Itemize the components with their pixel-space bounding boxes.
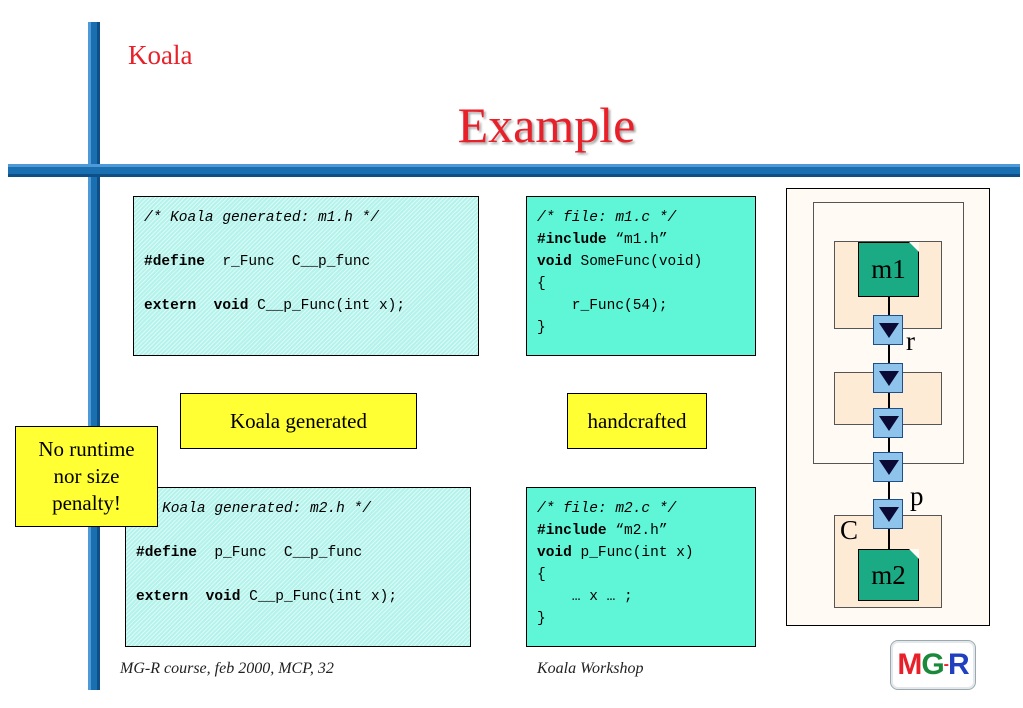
code-box-m1c: /* file: m1.c */#include “m1.h”void Some… bbox=[526, 196, 756, 356]
code-include-line: #include “m2.h” bbox=[537, 520, 745, 542]
slide-title: Example bbox=[457, 97, 636, 153]
code-func-line: void p_Func(int x) bbox=[537, 542, 745, 564]
code-extern-line: extern void C__p_Func(int x); bbox=[136, 586, 460, 608]
logo-letter-g: G bbox=[921, 648, 944, 681]
interface-triangle-3 bbox=[873, 408, 903, 438]
code-body-line: … x … ; bbox=[537, 589, 633, 605]
module-m2: m2 bbox=[858, 549, 919, 601]
code-box-m2h: /* Koala generated: m2.h */ #define p_Fun… bbox=[125, 487, 471, 647]
code-keyword: void bbox=[205, 589, 241, 605]
code-include-line: #include “m1.h” bbox=[537, 229, 745, 251]
code-text: SomeFunc(void) bbox=[571, 254, 703, 270]
code-body-line: r_Func(54); bbox=[537, 298, 668, 314]
code-text: p_Func C__p_func bbox=[196, 545, 363, 561]
label-koala-generated: Koala generated bbox=[180, 393, 417, 449]
code-define-line: #define r_Func C__p_func bbox=[144, 251, 468, 273]
callout-no-penalty: No runtime nor size penalty! bbox=[15, 426, 158, 527]
interface-triangle-4 bbox=[873, 452, 903, 482]
code-text: “m1.h” bbox=[606, 232, 668, 248]
code-keyword: extern bbox=[144, 298, 197, 314]
code-text: p_Func(int x) bbox=[571, 545, 694, 561]
code-open-brace: { bbox=[537, 567, 546, 583]
callout-line-2: nor size bbox=[53, 464, 120, 488]
code-comment: /* file: m1.c */ bbox=[537, 210, 677, 226]
footer-course-info: MG-R course, feb 2000, MCP, 32 bbox=[120, 660, 334, 677]
code-text: C__p_Func(int x); bbox=[240, 589, 398, 605]
code-close-brace: } bbox=[537, 320, 546, 336]
code-text: “m2.h” bbox=[606, 523, 668, 539]
interface-label-p: p bbox=[910, 481, 924, 511]
code-keyword: void bbox=[537, 545, 572, 561]
code-text: C__p_Func(int x); bbox=[248, 298, 406, 314]
code-text: r_Func C__p_func bbox=[204, 254, 371, 270]
interface-label-r: r bbox=[906, 326, 915, 356]
interface-triangle-5 bbox=[873, 499, 903, 529]
code-box-m1h: /* Koala generated: m1.h */ #define r_Fun… bbox=[133, 196, 479, 356]
code-comment: /* Koala generated: m2.h */ bbox=[136, 501, 371, 517]
interface-triangle-1 bbox=[873, 315, 903, 345]
code-box-m2c: /* file: m2.c */#include “m2.h”void p_Fu… bbox=[526, 487, 756, 647]
callout-line-1: No runtime bbox=[38, 437, 135, 461]
footer-workshop: Koala Workshop bbox=[537, 660, 644, 677]
code-keyword: #include bbox=[537, 232, 607, 248]
code-comment: /* Koala generated: m1.h */ bbox=[144, 210, 379, 226]
logo-letter-r: R bbox=[948, 648, 970, 681]
interface-triangle-2 bbox=[873, 363, 903, 393]
logo-letter-m: M bbox=[897, 648, 922, 681]
module-m1: m1 bbox=[858, 242, 919, 297]
slide-kicker: Koala bbox=[128, 40, 193, 70]
code-func-line: void SomeFunc(void) bbox=[537, 251, 745, 273]
code-comment: /* file: m2.c */ bbox=[537, 501, 677, 517]
component-diagram: m1 m2 r p C bbox=[786, 188, 990, 626]
code-keyword: void bbox=[537, 254, 572, 270]
label-handcrafted: handcrafted bbox=[567, 393, 707, 449]
code-keyword: void bbox=[213, 298, 249, 314]
code-define-line: #define p_Func C__p_func bbox=[136, 542, 460, 564]
code-keyword: #define bbox=[136, 545, 197, 561]
code-open-brace: { bbox=[537, 276, 546, 292]
code-extern-line: extern void C__p_Func(int x); bbox=[144, 295, 468, 317]
frame-horizontal-bar bbox=[8, 164, 1020, 177]
code-close-brace: } bbox=[537, 611, 546, 627]
code-keyword: #include bbox=[537, 523, 607, 539]
code-keyword: #define bbox=[144, 254, 205, 270]
logo-dash: - bbox=[943, 656, 949, 673]
component-label-c: C bbox=[840, 515, 859, 545]
callout-line-3: penalty! bbox=[52, 491, 121, 515]
code-keyword: extern bbox=[136, 589, 189, 605]
